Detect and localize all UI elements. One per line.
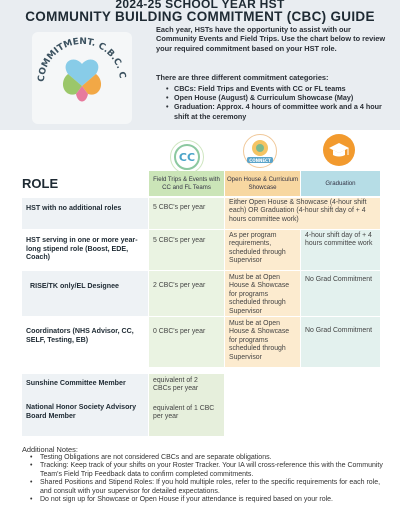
cbc-logo-icon: COMMITMENT. C.B.C. COMMUNITY BUILDING — [32, 32, 132, 124]
category-item: CBCs: Field Trips and Events with CC or … — [166, 84, 392, 93]
row-1-ohgr-cell — [225, 198, 380, 229]
title-line-2: COMMUNITY BUILDING COMMITMENT (CBC) GUID… — [25, 9, 375, 24]
row-4-role-cell — [22, 317, 148, 367]
notes-title: Additional Notes: — [22, 445, 78, 454]
categories-list: CBCs: Field Trips and Events with CC or … — [166, 84, 392, 121]
table-row-role: HST serving in one or more year-long sti… — [26, 236, 138, 262]
row-2-oh-cell — [225, 230, 300, 270]
table-row-ft: equivalent of 2 CBCs per year — [153, 377, 199, 393]
note-item: Do not sign up for Showcase or Open Hous… — [30, 496, 385, 505]
note-item: Shared Positions and Stipend Roles: If y… — [30, 479, 385, 496]
table-row-oh: As per program requirements, scheduled t… — [229, 232, 286, 265]
column-header-field-trips: Field Trips & Events with CC and FL Team… — [149, 171, 224, 196]
table-row-oh: Must be at Open House & Showcase for pro… — [229, 320, 290, 361]
category-item: Graduation: Approx. 4 hours of committee… — [166, 102, 392, 120]
notes-list: Testing Obligations are not considered C… — [30, 454, 385, 505]
row-2-role-cell — [22, 230, 148, 270]
row-5-6-ft-cell — [149, 374, 224, 436]
role-heading: ROLE — [22, 176, 59, 191]
row-3-oh-cell — [225, 271, 300, 316]
row-3-gr-cell — [301, 271, 380, 316]
table-row-oh: Must be at Open House & Showcase for pro… — [229, 274, 290, 315]
svg-text:CC: CC — [179, 151, 195, 164]
category-item: Open House (August) & Curriculum Showcas… — [166, 93, 392, 102]
header-banner: 2024-25 SCHOOL YEAR HST COMMUNITY BUILDI… — [0, 0, 400, 130]
note-item: Tracking: Keep track of your shifts on y… — [30, 462, 385, 479]
categories-title: There are three different commitment cat… — [156, 73, 329, 82]
table-row-role: National Honor Society Advisory Board Me… — [26, 403, 137, 420]
intro-text: Each year, HSTs have the opportunity to … — [156, 25, 386, 53]
connect-logo-icon: CONNECT — [243, 134, 277, 168]
column-header-graduation: Graduation — [301, 171, 380, 196]
row-4-ft-cell — [149, 317, 224, 367]
row-2-gr-cell — [301, 230, 380, 270]
column-header-open-house: Open House & Curriculum Showcase — [225, 171, 300, 196]
table-row-ft: 0 CBC's per year — [153, 328, 206, 335]
table-row-ft: equivalent of 1 CBC per year — [153, 405, 215, 421]
row-2-ft-cell — [149, 230, 224, 270]
table-row-role: RISE/TK only/EL Designee — [30, 282, 119, 290]
row-1-role-cell — [22, 198, 148, 229]
graduation-cap-icon — [323, 134, 355, 166]
table-row-ohgr: Either Open House & Showcase (4-hour shi… — [229, 199, 367, 223]
table-row-role: Coordinators (NHS Advisor, CC, SELF, Tes… — [26, 327, 134, 344]
table-row-ft: 2 CBC's per year — [153, 282, 206, 289]
row-5-6-role-cell — [22, 374, 148, 436]
row-4-gr-cell — [301, 317, 380, 367]
cc-logo-icon: CC — [170, 140, 204, 174]
table-row-role: HST with no additional roles — [26, 204, 122, 212]
title-line-1: 2024-25 SCHOOL YEAR HST — [115, 0, 285, 11]
row-4-oh-cell — [225, 317, 300, 367]
table-row-gr: 4-hour shift day of + 4 hours committee … — [305, 232, 373, 248]
row-3-role-cell — [22, 271, 148, 316]
row-3-ft-cell — [149, 271, 224, 316]
table-row-role: Sunshine Committee Member — [26, 379, 126, 387]
table-row-ft: 5 CBC's per year — [153, 204, 206, 211]
row-1-ft-cell — [149, 198, 224, 229]
table-row-ft: 5 CBC's per year — [153, 237, 206, 244]
table-row-gr: No Grad Commitment — [305, 327, 373, 334]
note-item: Testing Obligations are not considered C… — [30, 454, 385, 463]
svg-text:CONNECT: CONNECT — [249, 158, 271, 163]
table-row-gr: No Grad Commitment — [305, 276, 373, 283]
